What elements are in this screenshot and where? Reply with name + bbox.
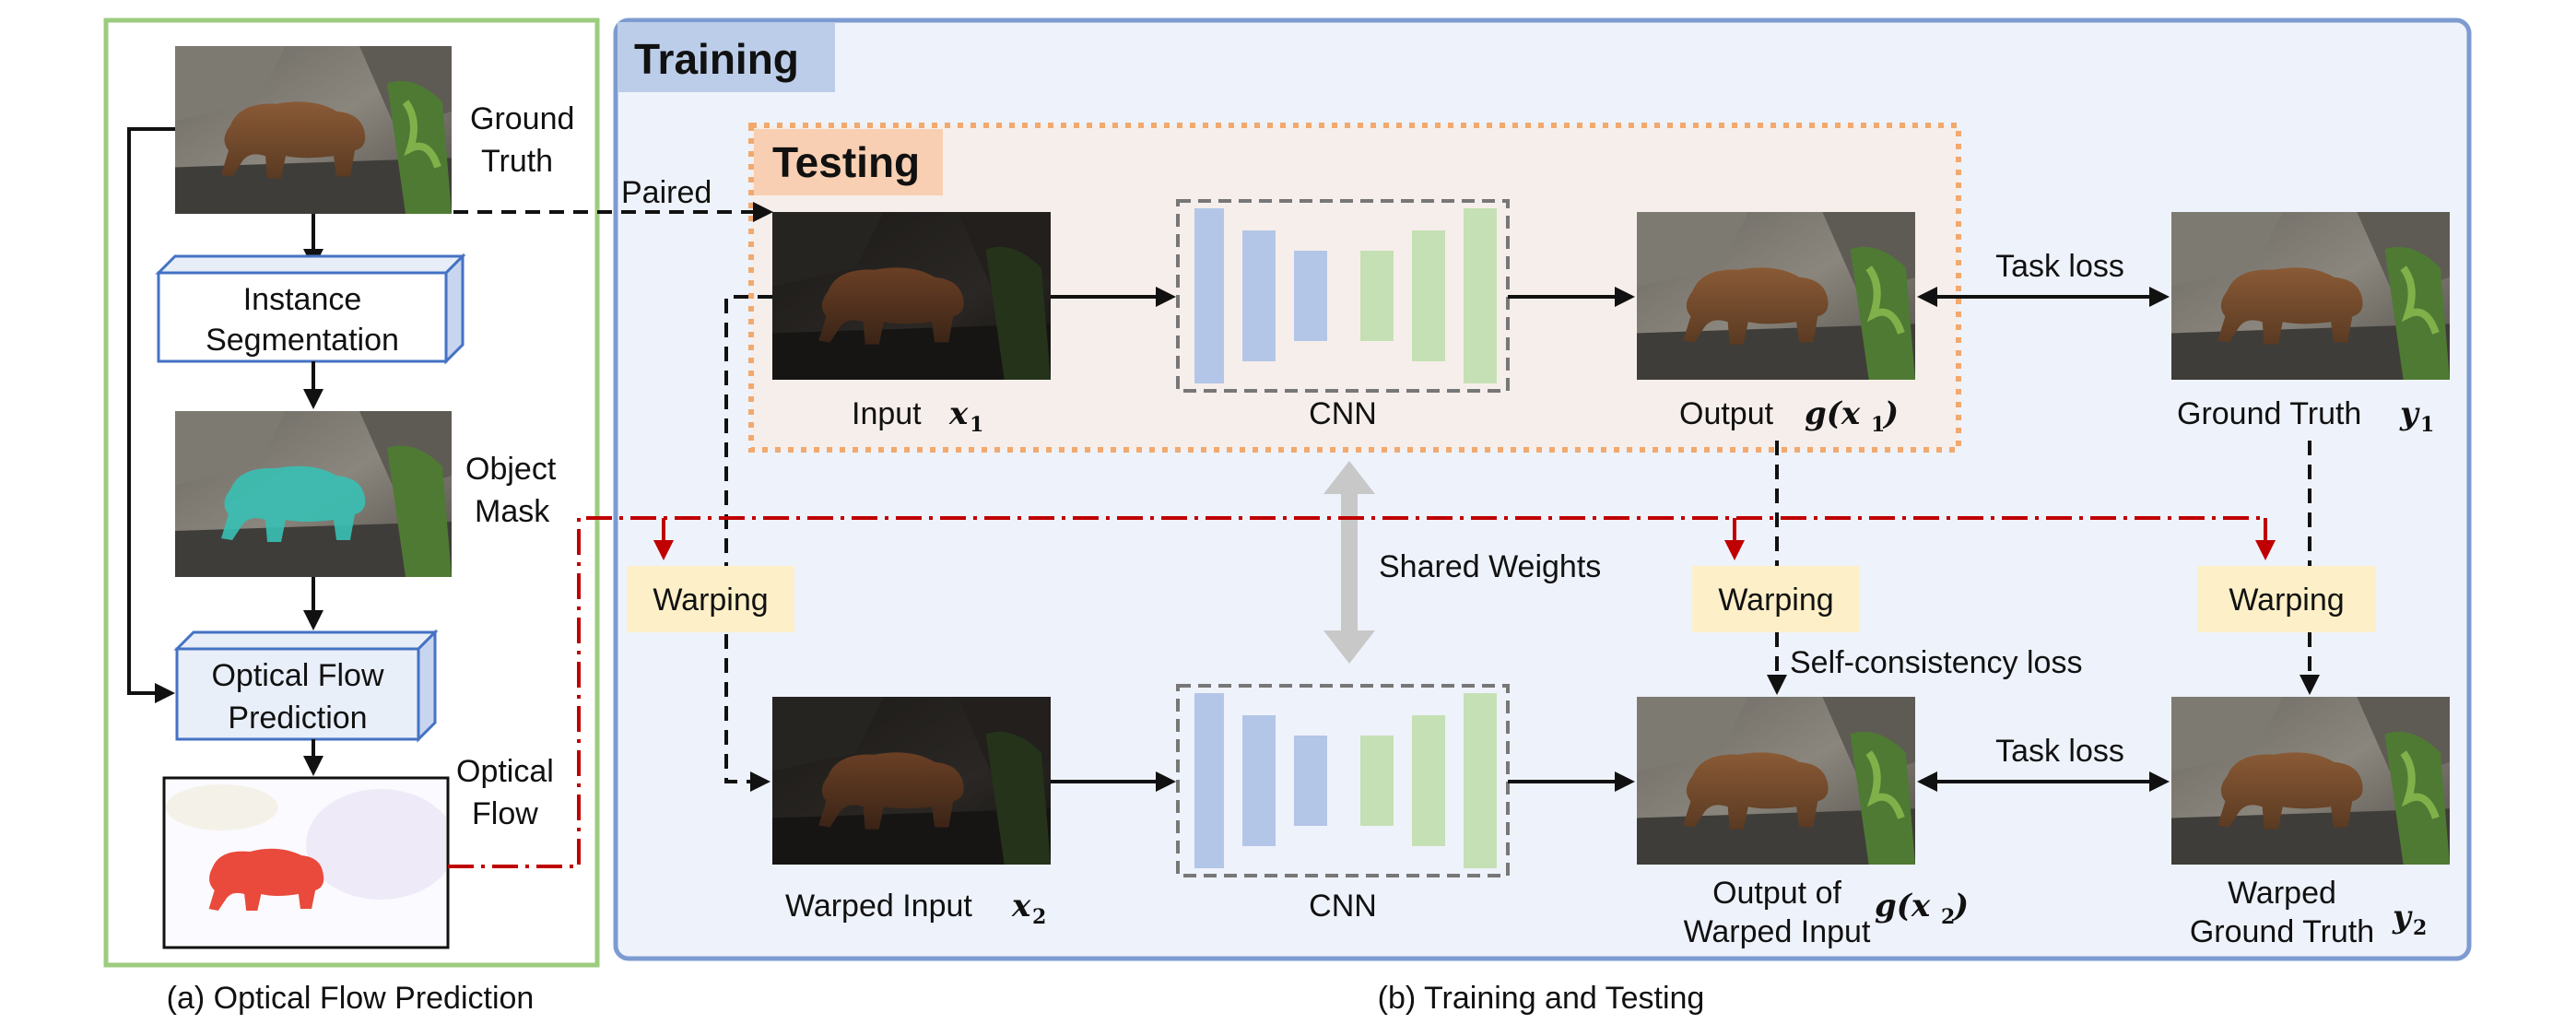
- ground-truth-y1-sub: 1: [2420, 413, 2434, 437]
- warped-input-x2-var: x: [1011, 888, 1031, 924]
- optical-flow-label-2: Flow: [472, 796, 538, 831]
- warping-box-input: Warping: [627, 566, 794, 632]
- warped-input-x2-sub: 2: [1032, 905, 1046, 929]
- skip-connection-line: [127, 127, 175, 703]
- input-to-warped-path: [724, 295, 772, 792]
- ground-truth-y1-var: y: [2399, 395, 2420, 432]
- optical-flow-image: [166, 780, 446, 946]
- output-g-x1-var: g(x: [1805, 395, 1861, 432]
- output-g-x2-label-1: Output of: [1712, 876, 1841, 911]
- ground-truth-image: [175, 46, 452, 214]
- svg-text:Segmentation: Segmentation: [206, 323, 399, 358]
- output-g-x2-var: g(x: [1875, 888, 1931, 924]
- ground-truth-y1-label: Ground Truth: [2177, 396, 2361, 431]
- cnn-top-label: CNN: [1309, 396, 1377, 431]
- input-x1-image: [772, 212, 1051, 380]
- self-consistency-label: Self-consistency loss: [1790, 645, 2082, 680]
- warped-input-x2-label: Warped Input: [785, 889, 972, 924]
- optical-flow-label-1: Optical: [456, 754, 554, 789]
- training-title: Training: [634, 35, 799, 83]
- warped-ground-truth-y2-label-2: Ground Truth: [2190, 914, 2374, 949]
- warped-ground-truth-y2-label-1: Warped: [2228, 876, 2336, 911]
- cnn-bottom: [1176, 684, 1510, 877]
- optical-flow-prediction-box: Optical Flow Prediction: [173, 629, 439, 743]
- output-g-x2-close: ): [1952, 888, 1969, 924]
- task-loss-top-label: Task loss: [1995, 249, 2124, 284]
- output-g-x2-sub: 2: [1941, 905, 1955, 929]
- paired-label: Paired: [621, 175, 712, 210]
- warped-ground-truth-y2-sub: 2: [2413, 916, 2427, 940]
- testing-title: Testing: [772, 138, 920, 186]
- warping-box-output: Warping: [1692, 566, 1860, 632]
- object-mask-label-2: Mask: [475, 494, 550, 529]
- svg-text:Warping: Warping: [2229, 583, 2344, 618]
- svg-text:Instance: Instance: [243, 282, 362, 317]
- warped-input-x2-image: [772, 697, 1051, 865]
- output-g-x2-image: [1637, 697, 1915, 865]
- training-title-tab: [618, 22, 835, 92]
- output-g-x1-close: ): [1882, 395, 1899, 432]
- ground-truth-y1-image: [2171, 212, 2450, 380]
- input-x1-var: x: [948, 395, 969, 432]
- shared-weights-label: Shared Weights: [1379, 549, 1601, 584]
- input-x1-sub: 1: [970, 413, 983, 437]
- panel-a-caption: (a) Optical Flow Prediction: [167, 981, 535, 1016]
- warped-ground-truth-y2-var: y: [2392, 899, 2413, 936]
- output-g-x1-label: Output: [1679, 396, 1774, 431]
- ground-truth-label-1: Ground: [470, 101, 574, 136]
- instance-segmentation-box: Instance Segmentation: [155, 253, 466, 365]
- output-g-x1-image: [1637, 212, 1915, 380]
- object-mask-image: [175, 411, 452, 577]
- object-mask-label-1: Object: [465, 452, 557, 487]
- svg-text:Warping: Warping: [1718, 583, 1833, 618]
- warped-ground-truth-y2-image: [2171, 697, 2450, 865]
- task-loss-bottom-label: Task loss: [1995, 734, 2124, 769]
- ground-truth-label-2: Truth: [481, 144, 553, 179]
- panel-a-border: [103, 18, 600, 968]
- output-g-x1-sub: 1: [1871, 413, 1885, 437]
- svg-text:Prediction: Prediction: [228, 700, 367, 736]
- svg-text:Optical Flow: Optical Flow: [211, 658, 383, 693]
- svg-text:Warping: Warping: [653, 583, 768, 618]
- flow-warp-line: [448, 516, 2265, 868]
- input-x1-label: Input: [852, 396, 922, 431]
- testing-title-tab: [754, 129, 943, 195]
- output-g-x2-label-2: Warped Input: [1684, 914, 1871, 949]
- cnn-bottom-label: CNN: [1309, 889, 1377, 924]
- cnn-top: [1176, 199, 1510, 393]
- warping-box-gt: Warping: [2197, 566, 2376, 632]
- shared-weights-arrow: [1323, 461, 1375, 664]
- panel-b-caption: (b) Training and Testing: [1378, 981, 1705, 1016]
